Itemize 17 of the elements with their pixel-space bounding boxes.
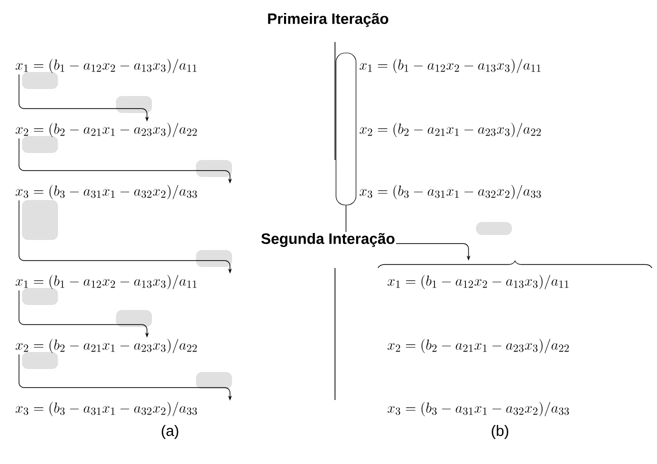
grouping-box	[336, 52, 356, 206]
panel-label: (a)	[160, 424, 180, 440]
title: Primeira Iteração	[268, 13, 388, 27]
equation: $x_3 = (b_3 - a_{31}x_1 - a_{32}x_2)/a_{33}$	[16, 184, 197, 200]
equation: $x_1 = (b_1 - a_{12}x_2 - a_{13}x_3)/a_{11}$	[360, 58, 540, 74]
equation: $x_3 = (b_3 - a_{31}x_1 - a_{32}x_2)/a_{33}$	[360, 184, 541, 200]
equation: $x_1 = (b_1 - a_{12}x_2 - a_{13}x_3)/a_{11}$	[16, 58, 196, 74]
equation: $x_3 = (b_3 - a_{31}x_1 - a_{32}x_2)/a_{33}$	[388, 402, 569, 416]
equation: $x_3 = (b_3 - a_{31}x_1 - a_{32}x_2)/a_{33}$	[16, 402, 197, 416]
equation: $x_2 = (b_2 - a_{21}x_1 - a_{23}x_3)/a_{22}$	[16, 122, 197, 138]
section-heading: Segunda Interação	[260, 232, 396, 248]
equation: $x_2 = (b_2 - a_{21}x_1 - a_{23}x_3)/a_{22}$	[388, 338, 569, 354]
equation: $x_1 = (b_1 - a_{12}x_2 - a_{13}x_3)/a_{11}$	[388, 274, 568, 290]
equation: $x_2 = (b_2 - a_{21}x_1 - a_{23}x_3)/a_{22}$	[360, 122, 541, 138]
panel-label: (b)	[490, 424, 510, 440]
equation: $x_1 = (b_1 - a_{12}x_2 - a_{13}x_3)/a_{11}$	[16, 274, 196, 290]
equation: $x_2 = (b_2 - a_{21}x_1 - a_{23}x_3)/a_{22}$	[16, 338, 197, 354]
